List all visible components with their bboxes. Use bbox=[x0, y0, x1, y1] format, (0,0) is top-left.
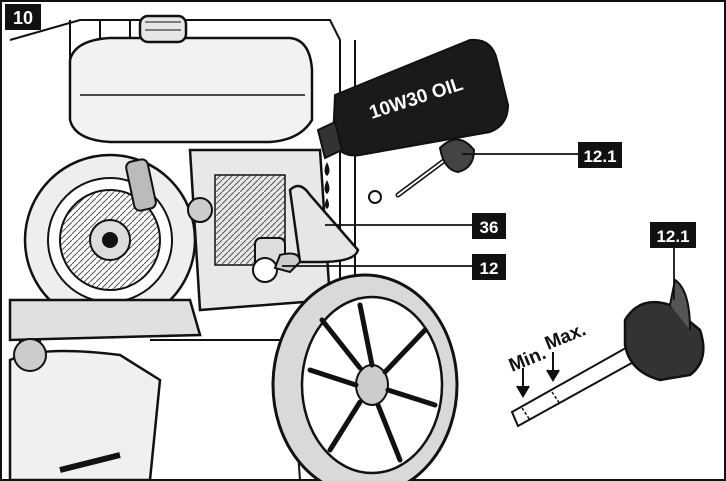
fuel-cap bbox=[138, 14, 188, 44]
oil-drops bbox=[324, 162, 330, 209]
figure-number: 10 bbox=[13, 8, 33, 28]
dipstick-small bbox=[395, 138, 476, 198]
spark-plug-boot bbox=[125, 158, 157, 212]
oil-bottle bbox=[316, 38, 510, 160]
dipstick-detail bbox=[510, 278, 705, 428]
callout-36-badge bbox=[472, 213, 506, 239]
callout-12: 12 bbox=[480, 259, 499, 278]
callout-12-1-top: 12.1 bbox=[583, 147, 616, 166]
figure-number-badge bbox=[5, 4, 41, 30]
callout-12-badge bbox=[472, 254, 506, 280]
callout-12-1-detail: 12.1 bbox=[656, 227, 689, 246]
chassis bbox=[8, 298, 202, 481]
leader-lines bbox=[282, 153, 675, 300]
oil-fill-port bbox=[252, 257, 278, 283]
level-arrows bbox=[516, 352, 560, 398]
callout-36: 36 bbox=[480, 218, 499, 237]
callout-12-1-top-badge bbox=[578, 142, 622, 168]
callout-12-1-detail-badge bbox=[650, 222, 696, 248]
choke-knob bbox=[187, 197, 213, 223]
fuel-tank bbox=[68, 14, 314, 144]
funnel bbox=[273, 184, 360, 274]
wheel bbox=[271, 273, 459, 481]
